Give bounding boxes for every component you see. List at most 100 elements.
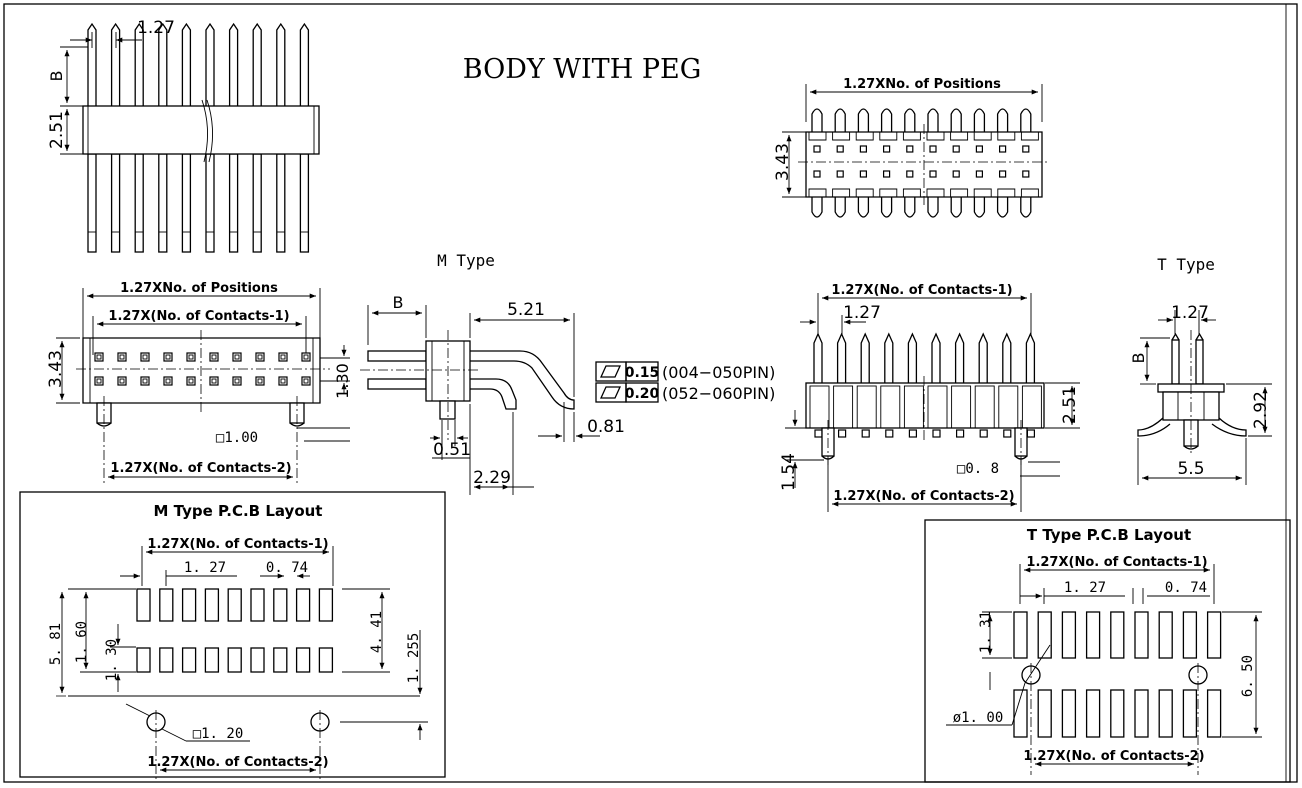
pcb-pad [295,588,311,622]
pin-upper [884,332,894,383]
pad-square [255,376,265,386]
pad-square [140,352,150,362]
pcb-pad [1061,611,1077,659]
pcb-pad [1061,689,1077,738]
pcb-pad [1013,689,1028,738]
pcb-pad [1134,611,1149,659]
t-pcb-contacts-2: 1.27X(No. of Contacts-2) [1023,749,1204,764]
housing-cell [927,385,948,429]
pcb-pad [318,588,334,622]
pin-bottom [996,197,1009,218]
pad-square [1022,170,1030,178]
housing-cell [903,385,924,429]
m-pcb-h3: 1. 30 [104,639,120,681]
pad-square [955,429,965,438]
top-right-span: 1.27XNo. of Positions [843,77,1001,92]
pin-upper [87,22,97,106]
pin-lower [276,153,286,253]
housing-cell [833,385,854,429]
pin-upper [276,22,286,106]
housing-front [805,382,1045,429]
mid-left-contacts-2: 1.27X(No. of Contacts-2) [110,461,291,476]
top-left-pitch: 1.27 [137,18,175,38]
pad-square [882,170,891,178]
pin-bottom [880,197,893,218]
pad-square [255,352,265,362]
pad-square [278,352,288,362]
pin-bottom [927,197,939,218]
housing-notch [950,188,969,197]
m-pcb-h2: 1. 60 [74,621,90,663]
pcb-pad [1158,611,1173,659]
pin-upper [299,22,310,106]
housing-notch [926,188,945,197]
pad-square [975,170,984,178]
pin-upper [813,332,823,383]
top-right-top-view: 1.27XNo. of Positions 3.43 [773,77,1050,218]
t-pcb-pitch: 1. 27 [1064,580,1106,596]
mid-left-top-view: 1.27XNo. of Positions 1.27X(No. of Conta… [46,281,352,485]
pad-square [117,352,127,362]
pad-square [975,145,984,153]
pin-upper [158,22,168,106]
pad-hole [211,354,217,360]
pin-upper [110,22,121,106]
pin-top [811,108,823,132]
pcb-pad [1085,689,1101,738]
m-pcb-hole: □1. 20 [193,726,244,742]
pin-upper [1025,332,1036,383]
pad-hole [257,354,263,360]
pad-square [859,145,868,153]
pad-square [952,170,960,178]
housing-cell [998,385,1019,429]
pad-square [1003,429,1012,438]
pcb-pad [159,647,174,673]
pcb-pad [181,647,197,673]
mid-right-contacts-2: 1.27X(No. of Contacts-2) [833,489,1014,504]
pad-square [908,429,918,438]
t-type-pcb-layout: T Type P.C.B Layout 1.27X(No. of Contact… [924,519,1291,783]
pcb-pad [295,647,311,673]
pcb-pad [1182,689,1198,738]
pad-square [859,170,868,178]
t-pcb-hole: ø1. 00 [953,710,1004,726]
housing-outline [805,131,1043,198]
pad-hole [142,378,148,384]
t-type-height: 2.92 [1251,391,1271,429]
pcb-pad [1158,689,1173,738]
pad-square [301,376,311,386]
pad-hole [188,378,194,384]
pcb-pad [1206,689,1222,738]
mid-right-front-view: 1.27X(No. of Contacts-1) 1.27 2.51 1.54 … [779,283,1080,512]
mid-left-peg-size: □1.00 [216,430,258,446]
pcb-pad [1206,611,1222,659]
m-type-side-view: M Type B 5.21 0.15 (004−050PIN) [360,251,775,495]
pin-lower [134,153,144,253]
pcb-pad [136,588,151,622]
drawing-frame [3,3,1298,783]
pad-square [882,145,891,153]
housing-notch [1020,188,1039,197]
mid-left-contacts-1: 1.27X(No. of Contacts-1) [108,309,289,324]
housing-notch [1020,132,1039,141]
m-pcb-pad-width: 0. 74 [266,560,308,576]
pin-upper [907,332,918,383]
pin-bottom [904,197,916,218]
pad-hole [234,354,240,360]
pcb-pad [204,647,220,673]
pin-upper [252,22,262,106]
m-pcb-pitch: 1. 27 [184,560,226,576]
m-pcb-contacts-2: 1.27X(No. of Contacts-2) [147,755,328,770]
tolerance-frame-2: 0.20 (052−060PIN) [595,382,775,403]
housing-cell [974,385,995,429]
pcb-pad [273,588,288,622]
pad-square [278,376,288,386]
housing-cell [1021,385,1042,429]
pad-square [906,170,914,178]
pad-square [209,376,219,386]
housing-notch [808,132,827,141]
pad-hole [188,354,194,360]
pad-hole [211,378,217,384]
pin-top [996,108,1009,132]
m-type-length: 5.21 [507,300,545,320]
